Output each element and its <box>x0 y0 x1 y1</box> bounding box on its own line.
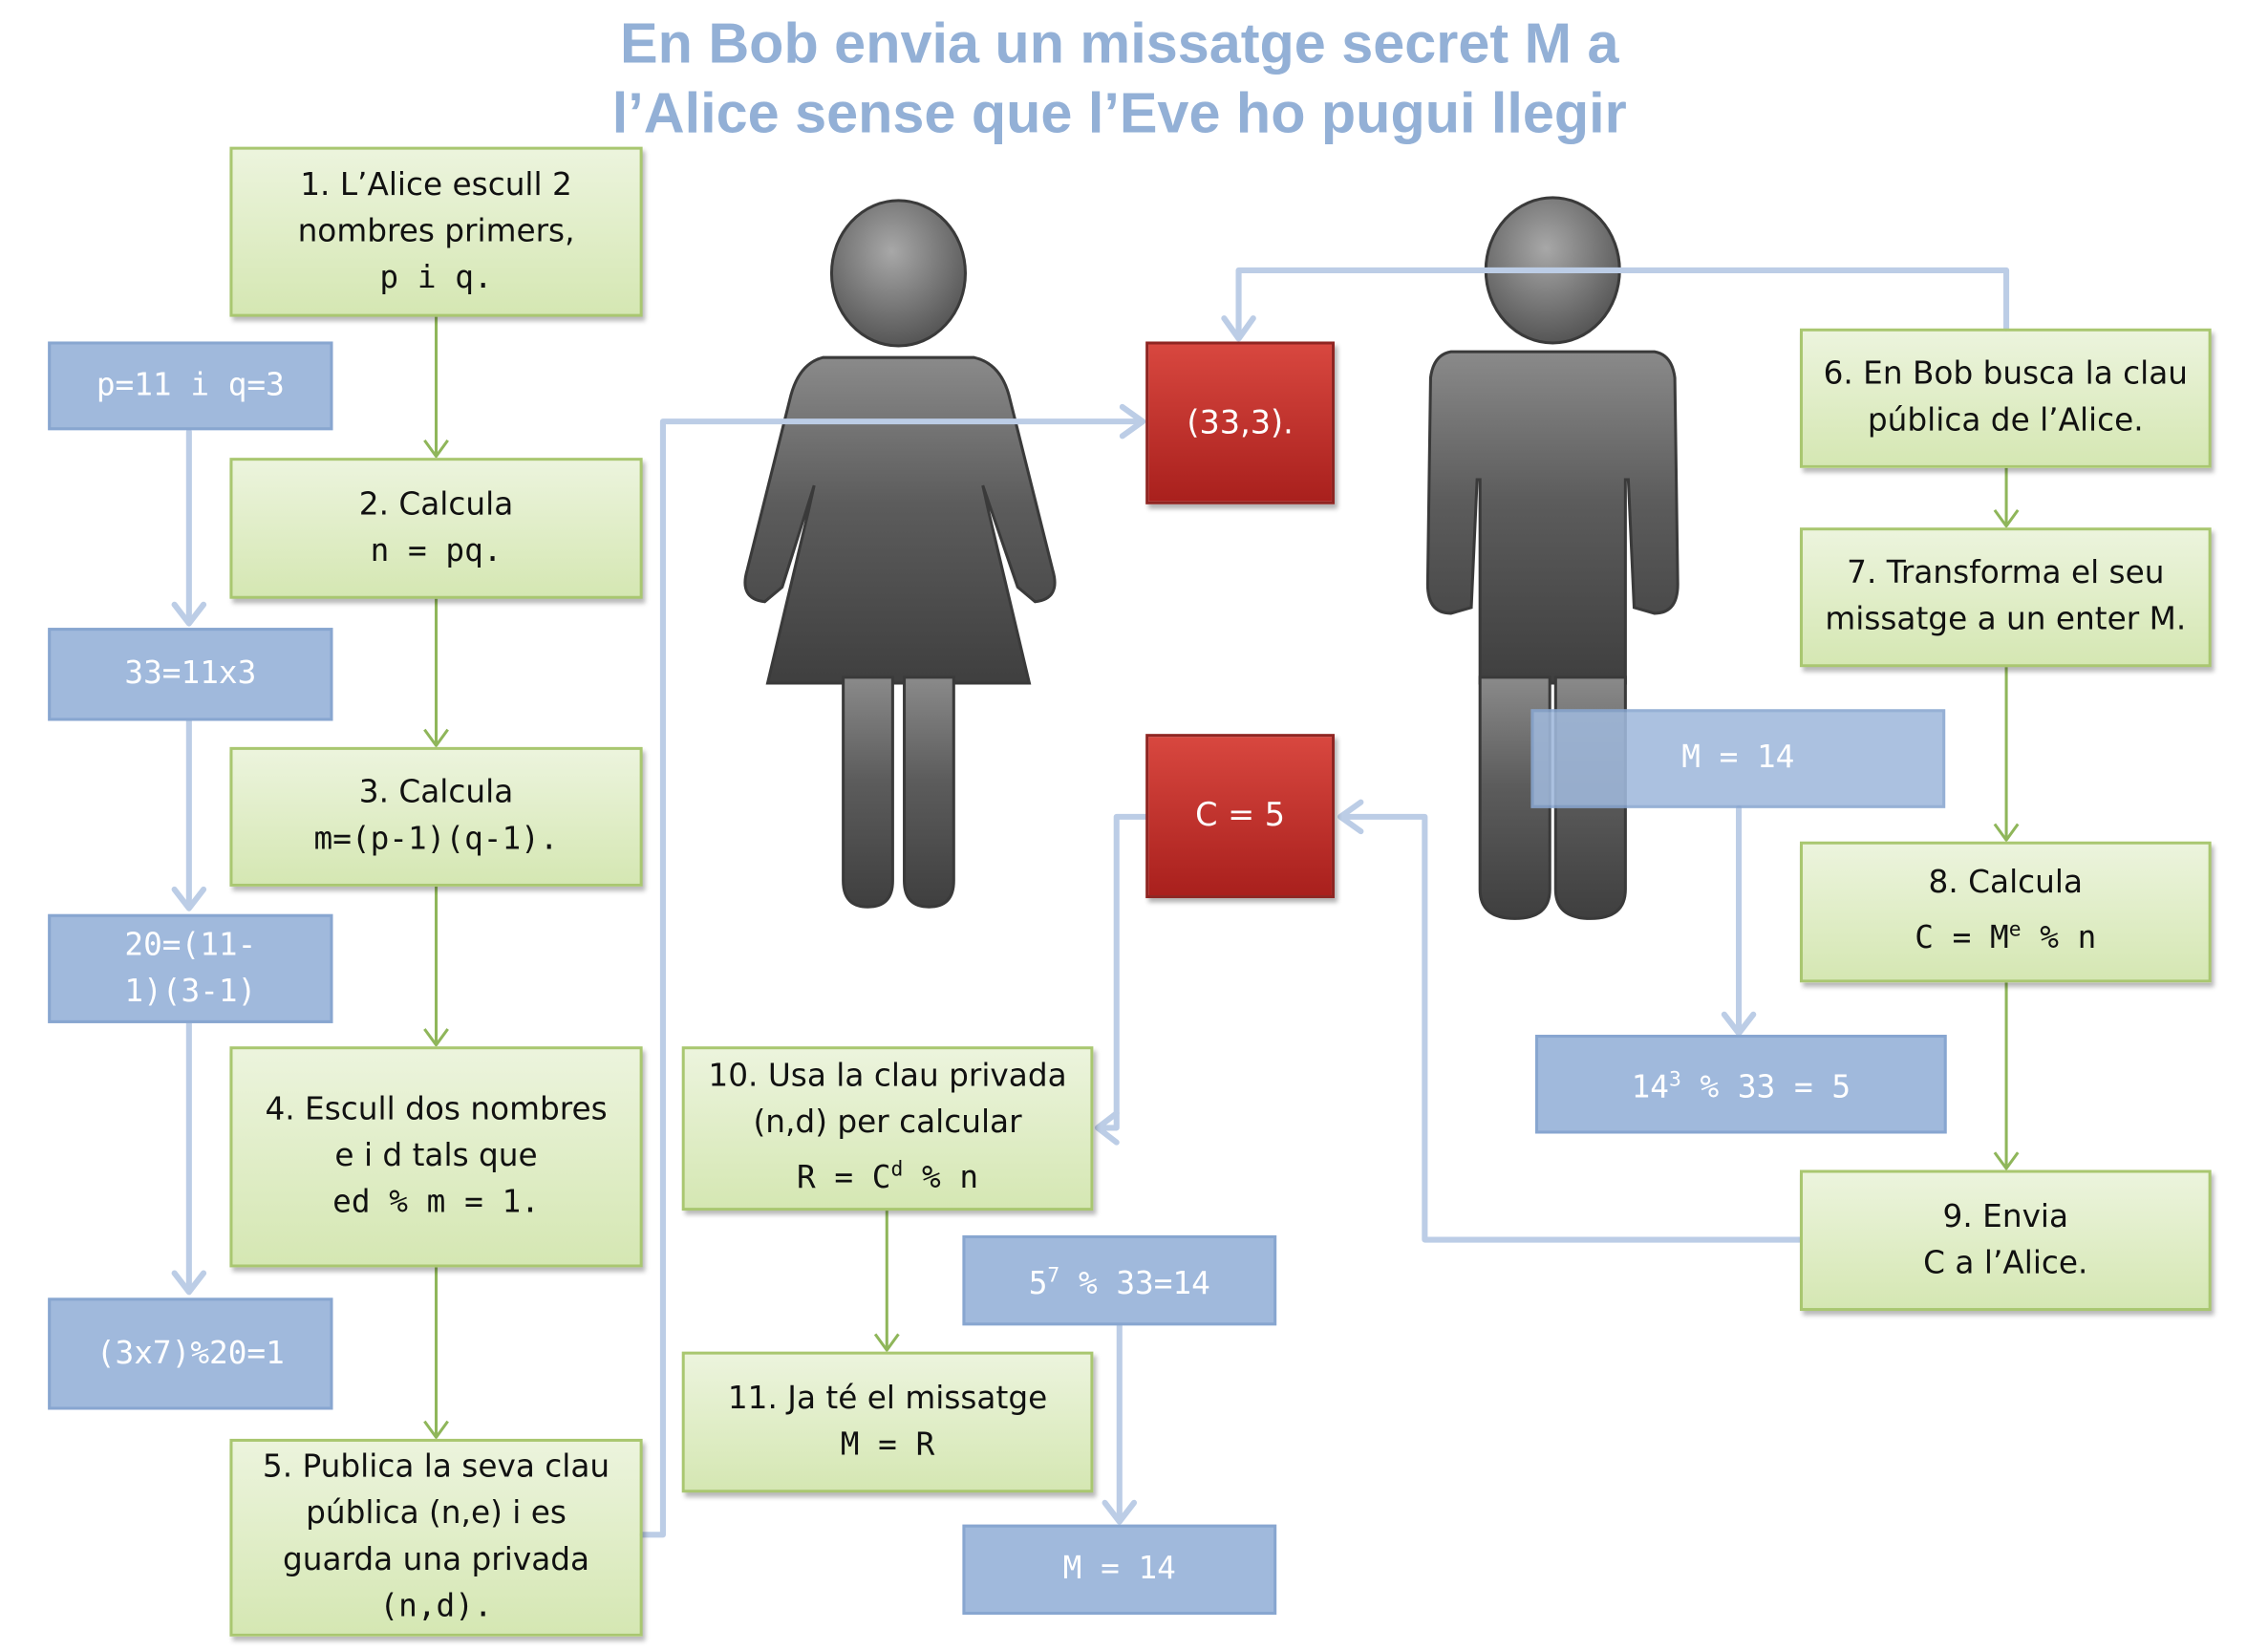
step-5-box: 5. Publica la seva clau pública (n,e) i … <box>229 1438 643 1637</box>
ciphertext-text: C = 5 <box>1195 798 1286 835</box>
value-p-q-text: p=11 i q=3 <box>96 367 285 404</box>
step-10-formula-rest: % n <box>903 1160 979 1197</box>
step-5-line-4: (n,d). <box>379 1588 493 1625</box>
step-8-formula-base: C = M <box>1915 920 2009 957</box>
step-5-line-3: guarda una privada <box>282 1541 590 1578</box>
step-10-box: 10. Usa la clau privada (n,d) per calcul… <box>681 1046 1094 1211</box>
value-c-calc-text: 143 % 33 = 5 <box>1632 1057 1851 1112</box>
step-9-box: 9. Envia C a l’Alice. <box>1799 1169 2212 1312</box>
step-8-line-2: C = Me % n <box>1915 908 2096 963</box>
value-r-calc-text: 57 % 33=14 <box>1029 1253 1210 1308</box>
step-3-line-2: m=(p-1)(q-1). <box>313 821 559 858</box>
value-n-text: 33=11x3 <box>124 655 257 693</box>
public-key-box: (33,3). <box>1145 341 1336 504</box>
step-4-box: 4. Escull dos nombres e i d tals que ed … <box>229 1046 643 1268</box>
female-person-icon <box>743 199 1057 909</box>
step-4-line-3: ed % m = 1. <box>332 1184 540 1221</box>
step-9-line-1: 9. Envia <box>1942 1198 2069 1235</box>
c-calc-rest: % 33 = 5 <box>1680 1069 1851 1106</box>
c-calc-base: 14 <box>1631 1069 1669 1106</box>
arrow-bob-lookup <box>1235 267 2010 340</box>
step-3-box: 3. Calcula m=(p-1)(q-1). <box>229 746 643 887</box>
step-7-line-1: 7. Transforma el seu <box>1847 555 2165 592</box>
value-c-calc: 143 % 33 = 5 <box>1535 1035 1947 1134</box>
c-calc-exponent: 3 <box>1668 1067 1681 1092</box>
step-4-line-1: 4. Escull dos nombres <box>265 1091 608 1128</box>
step-10-line-2: (n,d) per calcular <box>753 1104 1022 1142</box>
step-1-line-2: nombres primers, <box>297 212 575 249</box>
title-line-1: En Bob envia un missatge secret M a <box>619 12 1619 76</box>
value-final-m: M = 14 <box>962 1524 1277 1615</box>
value-ed: (3x7)%20=1 <box>48 1297 333 1410</box>
step-3-line-1: 3. Calcula <box>358 774 514 811</box>
step-2-box: 2. Calcula n = pq. <box>229 458 643 599</box>
step-1-line-1: 1. L’Alice escull 2 <box>300 166 572 204</box>
step-8-formula-exponent: e <box>2008 918 2022 943</box>
step-2-line-1: 2. Calcula <box>358 485 514 523</box>
step-10-formula-base: R = C <box>796 1160 891 1197</box>
step-4-line-2: e i d tals que <box>334 1138 538 1175</box>
step-8-line-1: 8. Calcula <box>1928 865 2084 902</box>
step-10-line-3: R = Cd % n <box>797 1147 978 1203</box>
value-p-q: p=11 i q=3 <box>48 341 333 431</box>
step-7-line-2: missatge a un enter M. <box>1825 601 2187 638</box>
value-m-line-1: 20=(11- <box>124 926 257 963</box>
value-bob-m-text: M = 14 <box>1681 740 1795 777</box>
ciphertext-box: C = 5 <box>1145 734 1336 899</box>
step-5-line-1: 5. Publica la seva clau <box>262 1448 610 1486</box>
value-r-calc: 57 % 33=14 <box>962 1234 1277 1326</box>
step-1-line-3: p i q. <box>379 259 493 296</box>
public-key-text: (33,3). <box>1187 404 1294 441</box>
r-calc-exponent: 7 <box>1047 1264 1060 1288</box>
step-8-box: 8. Calcula C = Me % n <box>1799 841 2212 983</box>
value-ed-text: (3x7)%20=1 <box>96 1335 285 1372</box>
step-1-box: 1. L’Alice escull 2 nombres primers, p i… <box>229 146 643 317</box>
value-bob-m: M = 14 <box>1530 709 1946 808</box>
step-6-box: 6. En Bob busca la clau pública de l’Ali… <box>1799 328 2212 468</box>
step-11-line-2: M = R <box>840 1426 935 1464</box>
value-final-m-text: M = 14 <box>1062 1551 1176 1588</box>
r-calc-base: 5 <box>1028 1266 1048 1303</box>
value-m-line-2: 1)(3-1) <box>124 973 257 1010</box>
value-m: 20=(11- 1)(3-1) <box>48 913 333 1023</box>
arrow-c-to-step10 <box>1096 813 1149 1131</box>
step-6-line-2: pública de l’Alice. <box>1867 402 2144 440</box>
step-11-box: 11. Ja té el missatge M = R <box>681 1351 1094 1493</box>
step-5-line-2: pública (n,e) i es <box>306 1495 567 1533</box>
value-n: 33=11x3 <box>48 628 333 721</box>
step-10-line-1: 10. Usa la clau privada <box>708 1059 1067 1096</box>
arrow-publish-key <box>639 418 1144 1538</box>
step-9-line-2: C a l’Alice. <box>1923 1244 2088 1281</box>
step-10-formula-exponent: d <box>890 1158 904 1183</box>
step-11-line-1: 11. Ja té el missatge <box>727 1380 1048 1417</box>
step-2-line-2: n = pq. <box>370 532 503 569</box>
step-7-box: 7. Transforma el seu missatge a un enter… <box>1799 527 2212 668</box>
r-calc-rest: % 33=14 <box>1059 1266 1210 1303</box>
title-line-2: l’Alice sense que l’Eve ho pugui llegir <box>611 82 1627 146</box>
arrow-send-c <box>1340 813 1804 1243</box>
step-8-formula-rest: % n <box>2021 920 2097 957</box>
step-6-line-1: 6. En Bob busca la clau <box>1823 355 2189 393</box>
